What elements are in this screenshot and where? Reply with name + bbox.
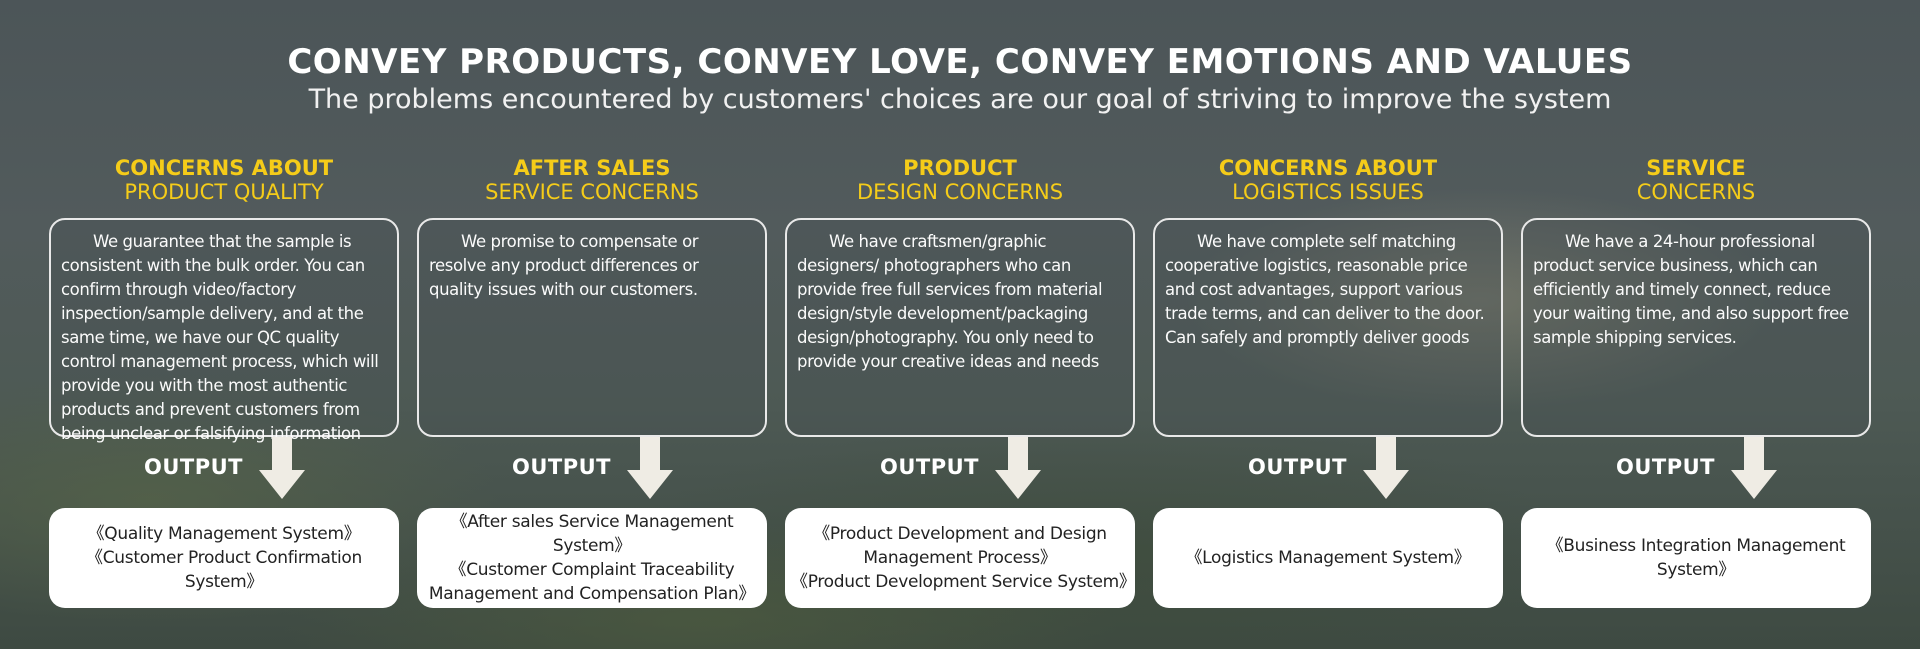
description-box: We have craftsmen/graphic designers/ pho… — [785, 218, 1135, 437]
page-subtitle: The problems encountered by customers' c… — [308, 84, 1612, 115]
output-box: 《After sales Service Management System》 … — [417, 508, 767, 608]
output-item: 《Quality Management System》 — [87, 524, 361, 544]
down-arrow-icon — [259, 437, 305, 499]
category-title-bold: CONCERNS ABOUT — [1218, 156, 1438, 180]
category-title-bold: AFTER SALES — [513, 156, 671, 180]
down-arrow-icon — [995, 437, 1041, 499]
output-label: OUTPUT — [880, 455, 979, 479]
down-arrow-icon — [1363, 437, 1409, 499]
output-item: 《Customer Complaint Traceability Managem… — [428, 560, 756, 604]
category-title: PRODUCT DESIGN CONCERNS — [785, 156, 1135, 204]
description-box: We guarantee that the sample is consiste… — [49, 218, 399, 443]
description-box: We have a 24-hour professional product s… — [1521, 218, 1871, 437]
output-item: 《Customer Product Confirmation System》 — [86, 548, 362, 592]
output-box: 《Product Development and Design Manageme… — [785, 508, 1136, 608]
column-product-design: PRODUCT DESIGN CONCERNS We have craftsme… — [785, 0, 1136, 649]
down-arrow-icon — [627, 437, 673, 499]
category-title: CONCERNS ABOUT LOGISTICS ISSUES — [1153, 156, 1503, 204]
output-item: 《Business Integration Management System》 — [1546, 536, 1846, 580]
column-product-quality: CONCERNS ABOUT PRODUCT QUALITY We guaran… — [49, 0, 399, 649]
output-box: 《Business Integration Management System》 — [1521, 508, 1871, 608]
output-item: 《Product Development and Design Manageme… — [813, 524, 1107, 568]
category-title-light: CONCERNS — [1636, 180, 1756, 204]
category-title-light: SERVICE CONCERNS — [485, 180, 699, 204]
category-title-light: PRODUCT QUALITY — [124, 180, 324, 204]
column-logistics: CONCERNS ABOUT LOGISTICS ISSUES We have … — [1153, 0, 1503, 649]
category-title-bold: SERVICE — [1646, 156, 1746, 180]
description-box: We have complete self matching cooperati… — [1153, 218, 1503, 437]
category-title: CONCERNS ABOUT PRODUCT QUALITY — [49, 156, 399, 204]
down-arrow-icon — [1731, 437, 1777, 499]
category-title-bold: PRODUCT — [903, 156, 1017, 180]
output-label: OUTPUT — [1248, 455, 1347, 479]
category-title: SERVICE CONCERNS — [1521, 156, 1871, 204]
column-service: SERVICE CONCERNS We have a 24-hour profe… — [1521, 0, 1871, 649]
output-label: OUTPUT — [1616, 455, 1715, 479]
output-label: OUTPUT — [144, 455, 243, 479]
output-item: 《Product Development Service System》 — [791, 572, 1136, 592]
output-box: 《Quality Management System》 《Customer Pr… — [49, 508, 399, 608]
category-title-light: DESIGN CONCERNS — [856, 180, 1064, 204]
output-item: 《After sales Service Management System》 — [450, 512, 734, 556]
output-box: 《Logistics Management System》 — [1153, 508, 1503, 608]
category-title-bold: CONCERNS ABOUT — [114, 156, 334, 180]
output-item: 《Logistics Management System》 — [1185, 548, 1471, 568]
column-after-sales: AFTER SALES SERVICE CONCERNS We promise … — [417, 0, 767, 649]
description-box: We promise to compensate or resolve any … — [417, 218, 767, 437]
category-title-light: LOGISTICS ISSUES — [1232, 180, 1424, 204]
output-label: OUTPUT — [512, 455, 611, 479]
category-title: AFTER SALES SERVICE CONCERNS — [417, 156, 767, 204]
page-title: CONVEY PRODUCTS, CONVEY LOVE, CONVEY EMO… — [287, 42, 1633, 82]
